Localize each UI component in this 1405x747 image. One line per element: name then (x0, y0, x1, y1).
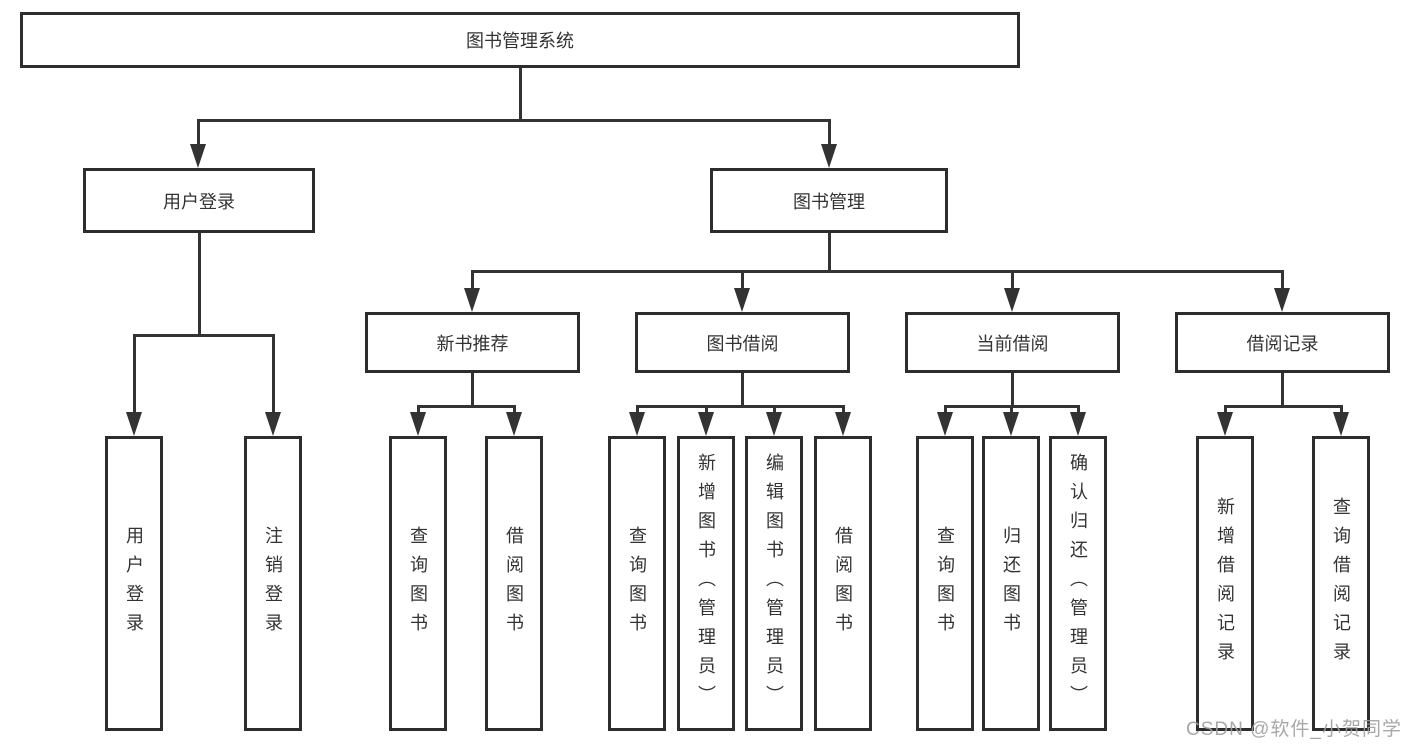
connector-current-stem (1011, 373, 1014, 408)
csdn-watermark: CSDN @软件_小贺同学 (1186, 719, 1402, 740)
connector-to-current-borrow (1011, 270, 1014, 290)
arrow-down-icon (1070, 412, 1086, 436)
connector-drop (1224, 405, 1227, 414)
leaf-borrow-query-book: 查询图书 (608, 436, 666, 731)
arrow-down-icon (821, 144, 837, 168)
arrow-down-icon (629, 412, 645, 436)
connector-mgmt-stem (828, 233, 831, 273)
connector-drop (705, 405, 708, 414)
arrow-down-icon (1333, 412, 1349, 436)
node-book-management: 图书管理 (710, 168, 948, 233)
leaf-user-login-label: 用户登录 (124, 525, 144, 642)
leaf-recommend-borrow-book-label: 借阅图书 (504, 525, 524, 642)
leaf-user-login: 用户登录 (105, 436, 163, 731)
connector-to-new-book (471, 270, 474, 290)
connector-recommend-crossbar (417, 405, 515, 408)
leaf-borrow-edit-book-admin-label: 编辑图书（管理员） (764, 453, 784, 714)
connector-borrow-crossbar (636, 405, 845, 408)
arrow-down-icon (410, 412, 426, 436)
leaf-borrow-borrow-book: 借阅图书 (814, 436, 872, 731)
connector-login-stem (198, 233, 201, 337)
connector-to-leaf-logout (272, 334, 275, 414)
leaf-records-query-record: 查询借阅记录 (1312, 436, 1370, 731)
connector-drop (1010, 405, 1013, 414)
connector-drop (636, 405, 639, 414)
leaf-current-confirm-return-admin-label: 确认归还（管理员） (1068, 453, 1088, 714)
connector-recommend-stem (471, 373, 474, 408)
leaf-current-confirm-return-admin: 确认归还（管理员） (1049, 436, 1107, 731)
node-new-book-recommend: 新书推荐 (365, 312, 580, 373)
leaf-records-add-record: 新增借阅记录 (1196, 436, 1254, 731)
leaf-logout-label: 注销登录 (263, 525, 283, 642)
leaf-borrow-query-book-label: 查询图书 (627, 525, 647, 642)
arrow-down-icon (1274, 288, 1290, 312)
connector-records-crossbar (1224, 405, 1343, 408)
node-new-book-recommend-label: 新书推荐 (436, 333, 509, 354)
leaf-records-query-record-label: 查询借阅记录 (1331, 496, 1351, 671)
arrow-down-icon (265, 412, 281, 436)
leaf-recommend-borrow-book: 借阅图书 (485, 436, 543, 731)
connector-root-crossbar (197, 119, 831, 122)
connector-borrow-stem (741, 373, 744, 408)
connector-records-stem (1281, 373, 1284, 408)
connector-drop (513, 405, 516, 414)
leaf-current-query-book-label: 查询图书 (935, 525, 955, 642)
node-user-login: 用户登录 (83, 168, 315, 233)
arrow-down-icon (734, 288, 750, 312)
arrow-down-icon (937, 412, 953, 436)
node-borrow-records: 借阅记录 (1175, 312, 1390, 373)
node-current-borrow: 当前借阅 (905, 312, 1120, 373)
connector-to-borrow-records (1281, 270, 1284, 290)
leaf-borrow-add-book-admin-label: 新增图书（管理员） (696, 453, 716, 714)
node-root-label: 图书管理系统 (466, 31, 574, 51)
leaf-current-return-book-label: 归还图书 (1001, 525, 1021, 642)
connector-to-user-login (197, 119, 200, 146)
arrow-down-icon (1217, 412, 1233, 436)
connector-to-book-management (828, 119, 831, 146)
connector-mgmt-crossbar (471, 270, 1284, 273)
node-user-login-label: 用户登录 (163, 191, 235, 212)
arrow-down-icon (464, 288, 480, 312)
leaf-borrow-edit-book-admin: 编辑图书（管理员） (745, 436, 803, 731)
leaf-borrow-add-book-admin: 新增图书（管理员） (677, 436, 735, 731)
arrow-down-icon (766, 412, 782, 436)
connector-drop (417, 405, 420, 414)
arrow-down-icon (698, 412, 714, 436)
leaf-current-query-book: 查询图书 (916, 436, 974, 731)
arrow-down-icon (835, 412, 851, 436)
leaf-current-return-book: 归还图书 (982, 436, 1040, 731)
leaf-recommend-query-book: 查询图书 (389, 436, 447, 731)
leaf-logout: 注销登录 (244, 436, 302, 731)
connector-to-book-borrow (741, 270, 744, 290)
arrow-down-icon (506, 412, 522, 436)
leaf-records-add-record-label: 新增借阅记录 (1215, 496, 1235, 671)
node-current-borrow-label: 当前借阅 (976, 333, 1049, 354)
node-book-management-label: 图书管理 (793, 191, 865, 212)
connector-drop (944, 405, 947, 414)
leaf-recommend-query-book-label: 查询图书 (408, 525, 428, 642)
arrow-down-icon (1004, 288, 1020, 312)
arrow-down-icon (1003, 412, 1019, 436)
connector-drop (1340, 405, 1343, 414)
arrow-down-icon (126, 412, 142, 436)
node-book-borrow-label: 图书借阅 (706, 333, 779, 354)
connector-drop (1077, 405, 1080, 414)
leaf-borrow-borrow-book-label: 借阅图书 (833, 525, 853, 642)
connector-login-crossbar (133, 334, 275, 337)
arrow-down-icon (190, 144, 206, 168)
node-book-borrow: 图书借阅 (635, 312, 850, 373)
connector-to-leaf-user-login (133, 334, 136, 414)
connector-drop (842, 405, 845, 414)
connector-drop (773, 405, 776, 414)
node-root-library-system: 图书管理系统 (20, 12, 1020, 68)
node-borrow-records-label: 借阅记录 (1246, 333, 1319, 354)
connector-root-stem (519, 68, 522, 121)
